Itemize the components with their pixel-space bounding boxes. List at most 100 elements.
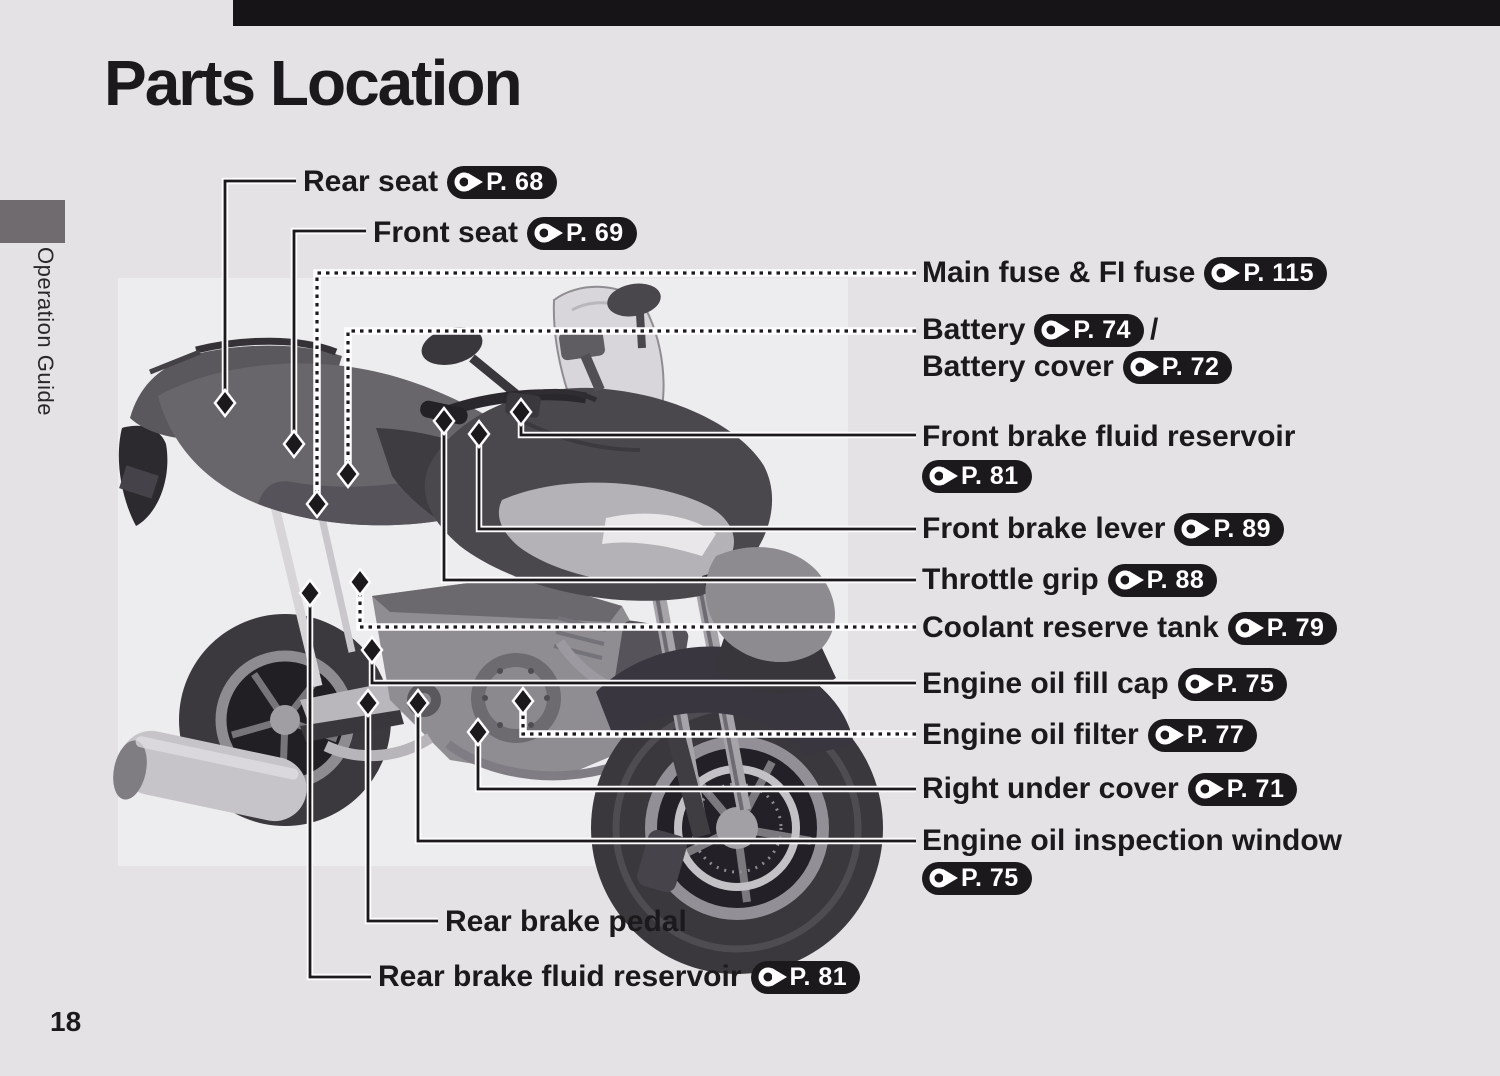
- leader-casing-right-under-cover: [474, 741, 916, 793]
- circle-arrow-right-icon: [1195, 779, 1224, 799]
- page-ref-pill[interactable]: P. 77: [1147, 718, 1258, 752]
- label-rear-seat: Rear seat P. 68: [303, 163, 557, 201]
- circle-arrow-right-icon: [454, 172, 484, 192]
- circle-arrow-right-icon: [1155, 725, 1184, 745]
- part-label: Front brake lever: [922, 512, 1166, 545]
- label-engine-oil-inspection-window-ref: P. 75: [922, 859, 1032, 897]
- page-ref-text: P. 81: [961, 461, 1019, 490]
- leader-casing-engine-oil-filter: [519, 710, 916, 738]
- label-front-brake-fluid-reservoir-ref: P. 81: [922, 457, 1032, 495]
- rear-mudguard: [118, 425, 168, 526]
- label-suffix: /: [1150, 313, 1159, 346]
- section-tab: [0, 200, 65, 243]
- page-ref-text: P. 81: [789, 962, 848, 991]
- label-right-under-cover: Right under cover P. 71: [922, 770, 1298, 808]
- part-label: Engine oil fill cap: [922, 667, 1169, 700]
- circle-arrow-right-icon: [929, 868, 958, 888]
- marker-coolant-reserve-tank: [348, 566, 372, 598]
- leader-front-brake-lever: [477, 443, 916, 531]
- page-ref-pill[interactable]: P. 72: [1122, 350, 1233, 384]
- leader-rear-seat: [223, 179, 296, 394]
- marker-rear-seat: [213, 387, 237, 419]
- circle-arrow-right-icon: [1041, 320, 1071, 340]
- circle-arrow-right-icon: [1130, 357, 1159, 377]
- leader-casing-rear-brake-pedal: [364, 712, 438, 925]
- leader-battery: [346, 329, 916, 465]
- part-label: Coolant reserve tank: [922, 611, 1219, 644]
- brake-caliper: [637, 829, 687, 893]
- page-ref-text: P. 72: [1161, 352, 1220, 381]
- part-label: Main fuse & FI fuse: [922, 256, 1196, 289]
- label-engine-oil-filter: Engine oil filter P. 77: [922, 716, 1258, 754]
- page-ref-pill[interactable]: P. 75: [1177, 667, 1288, 701]
- chain-guard: [300, 710, 404, 742]
- leader-engine-oil-filter: [521, 710, 916, 736]
- circle-arrow-right-icon: [1181, 519, 1211, 539]
- part-label: Rear seat: [303, 165, 439, 198]
- marker-engine-oil-filter: [511, 685, 535, 717]
- part-label: Battery: [922, 313, 1026, 346]
- page-number: 18: [50, 1006, 82, 1037]
- part-label: Rear brake pedal: [445, 905, 687, 938]
- page-ref-pill[interactable]: P. 89: [1174, 512, 1285, 546]
- leader-casing-coolant-reserve-tank: [356, 591, 916, 631]
- page-ref-text: P. 75: [961, 863, 1019, 892]
- leader-casing-rear-seat: [221, 177, 296, 394]
- page-ref-text: P. 68: [486, 167, 544, 196]
- page-ref-text: P. 71: [1226, 774, 1285, 803]
- page-ref-pill[interactable]: P. 115: [1204, 256, 1328, 290]
- page-ref-pill[interactable]: P. 79: [1227, 611, 1338, 645]
- chapter-header-bar: [233, 0, 1500, 26]
- page-ref-pill[interactable]: P. 71: [1187, 772, 1298, 806]
- leader-casing-battery: [344, 327, 916, 465]
- circle-arrow-right-icon: [758, 967, 787, 987]
- part-label: Right under cover: [922, 772, 1179, 805]
- marker-engine-oil-inspection-window: [406, 687, 430, 719]
- page-title: Parts Location: [104, 47, 523, 119]
- leader-rear-brake-pedal: [366, 712, 438, 923]
- page-ref-text: P. 75: [1216, 669, 1275, 698]
- circle-arrow-right-icon: [929, 466, 958, 486]
- page-ref-pill[interactable]: P. 68: [447, 165, 557, 199]
- part-label: Front brake fluid reservoir: [922, 420, 1296, 453]
- front-beak: [705, 547, 836, 694]
- page-ref-pill[interactable]: P. 81: [750, 960, 861, 994]
- marker-rear-brake-pedal: [356, 687, 380, 719]
- marker-battery: [336, 458, 360, 490]
- part-label: Front seat: [373, 216, 519, 249]
- leader-casing-main-fuse-fi-fuse: [313, 269, 916, 495]
- page-ref-pill[interactable]: P. 88: [1107, 563, 1218, 597]
- page-ref-text: P. 77: [1186, 720, 1245, 749]
- leader-rear-brake-fluid-reservoir: [308, 602, 371, 979]
- marker-front-brake-lever: [467, 418, 491, 450]
- label-engine-oil-fill-cap: Engine oil fill cap P. 75: [922, 665, 1288, 703]
- part-label: Engine oil inspection window: [922, 824, 1342, 857]
- page-ref-text: P. 115: [1243, 258, 1315, 287]
- circle-arrow-right-icon: [1235, 618, 1264, 638]
- label-engine-oil-inspection-window: Engine oil inspection window: [922, 822, 1342, 860]
- label-battery-cover: Battery cover P. 72: [922, 348, 1233, 386]
- page-ref-pill[interactable]: P. 81: [922, 459, 1032, 493]
- part-label: Battery cover: [922, 350, 1114, 383]
- exhaust-muffler: [113, 730, 307, 822]
- page-ref-pill[interactable]: P. 74: [1034, 313, 1145, 347]
- marker-throttle-grip: [432, 405, 456, 437]
- label-front-brake-fluid-reservoir: Front brake fluid reservoir: [922, 418, 1295, 456]
- leader-casing-front-brake-fluid-reservoir: [517, 421, 916, 439]
- circle-arrow-right-icon: [1211, 263, 1241, 283]
- leader-engine-oil-fill-cap: [370, 659, 916, 685]
- leader-casing-front-brake-lever: [475, 443, 916, 533]
- leader-throttle-grip: [442, 430, 916, 582]
- page-ref-pill[interactable]: P. 75: [922, 861, 1032, 895]
- leader-casing-throttle-grip: [440, 430, 916, 584]
- page-ref-pill[interactable]: P. 69: [527, 216, 637, 250]
- part-label: Engine oil filter: [922, 718, 1139, 751]
- marker-front-seat: [282, 428, 306, 460]
- page-ref-text: P. 74: [1073, 315, 1132, 344]
